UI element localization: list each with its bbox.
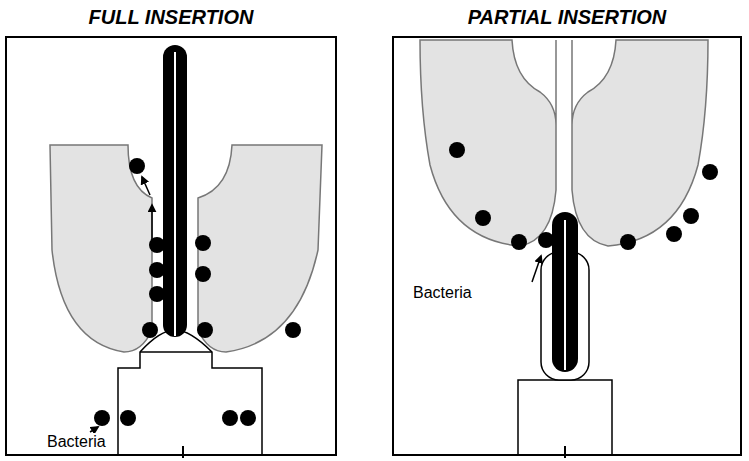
hub: [518, 380, 612, 455]
bacteria-label: Bacteria: [46, 433, 107, 451]
catheter-lumen: [564, 220, 566, 370]
hub-base: [140, 351, 212, 353]
hub-mark: [564, 446, 566, 458]
panel-title: FULL INSERTION: [7, 6, 335, 29]
bacteria-label: Bacteria: [412, 284, 473, 302]
catheter: [163, 45, 187, 337]
bacteria-group: [94, 158, 301, 426]
full-insertion-figure: [50, 45, 322, 458]
leader-arrow: [90, 427, 98, 432]
panel-frame: FULL INSERTION: [5, 36, 337, 456]
partial-insertion-figure: [420, 40, 708, 458]
tissue-lobe: [50, 145, 152, 352]
panel-frame: PARTIAL INSERTION: [392, 36, 742, 456]
leader-arrow: [532, 256, 541, 282]
migration-arrow: [151, 205, 153, 240]
catheter-lumen: [174, 52, 176, 336]
catheter: [552, 212, 578, 372]
migration-arrow: [142, 177, 150, 195]
bacteria-group: [449, 142, 718, 250]
hub-mark: [182, 446, 184, 458]
tissue-lobe: [420, 40, 556, 246]
hub: [118, 330, 262, 455]
panel-title: PARTIAL INSERTION: [394, 6, 740, 29]
tissue-lobe: [198, 145, 322, 352]
tissue-lobe: [572, 40, 708, 246]
